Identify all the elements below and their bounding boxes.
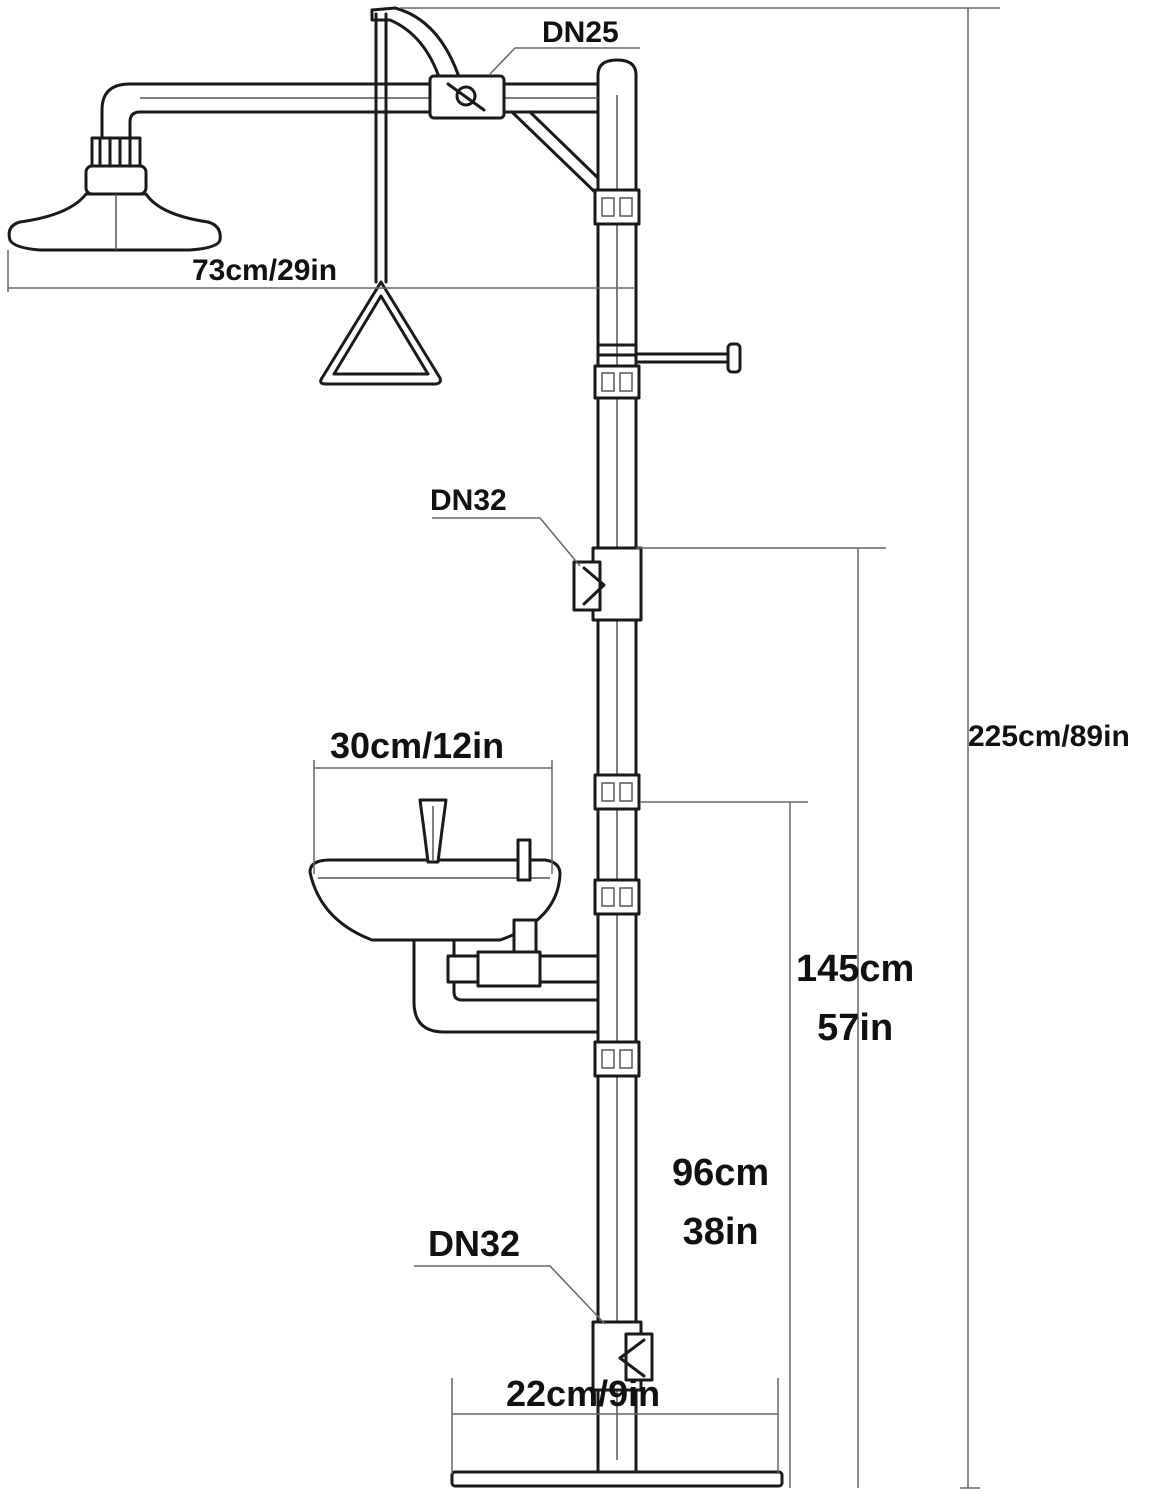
- pipe-clamps: [593, 188, 641, 1078]
- shower-head: [7, 136, 222, 252]
- dn32-upper-label: DN32: [430, 484, 507, 517]
- pull-rod-handle: [319, 12, 442, 386]
- valve-dn32-lower: [591, 1320, 654, 1392]
- base-plate: [450, 1470, 784, 1488]
- base-width-label: 22cm/9in: [506, 1373, 661, 1414]
- dimension-lines: [7, 7, 1000, 1489]
- side-lever: [634, 342, 742, 374]
- valve-height-in: 57in: [817, 1006, 894, 1049]
- total-height-label: 225cm/89in: [968, 720, 1130, 753]
- shower-width-label: 73cm/29in: [192, 254, 338, 287]
- valve-height-label: 145cm 57in: [796, 940, 914, 1058]
- dn32-lower-label: DN32: [428, 1223, 521, 1264]
- eyewash-bowl: [308, 798, 600, 1034]
- shower-arm-pipe: [100, 82, 600, 142]
- basin-height-cm: 96cm: [672, 1152, 770, 1194]
- valve-height-cm: 145cm: [796, 948, 915, 990]
- basin-width-label: 30cm/12in: [330, 725, 505, 766]
- dn25-label: DN25: [542, 16, 619, 49]
- valve-dn32-upper: [572, 546, 643, 622]
- arm-brace: [510, 110, 600, 197]
- basin-height-label: 96cm 38in: [672, 1144, 769, 1262]
- shower-valve: [370, 6, 506, 120]
- basin-height-in: 38in: [682, 1210, 759, 1253]
- main-vertical-pipe: [596, 58, 638, 1480]
